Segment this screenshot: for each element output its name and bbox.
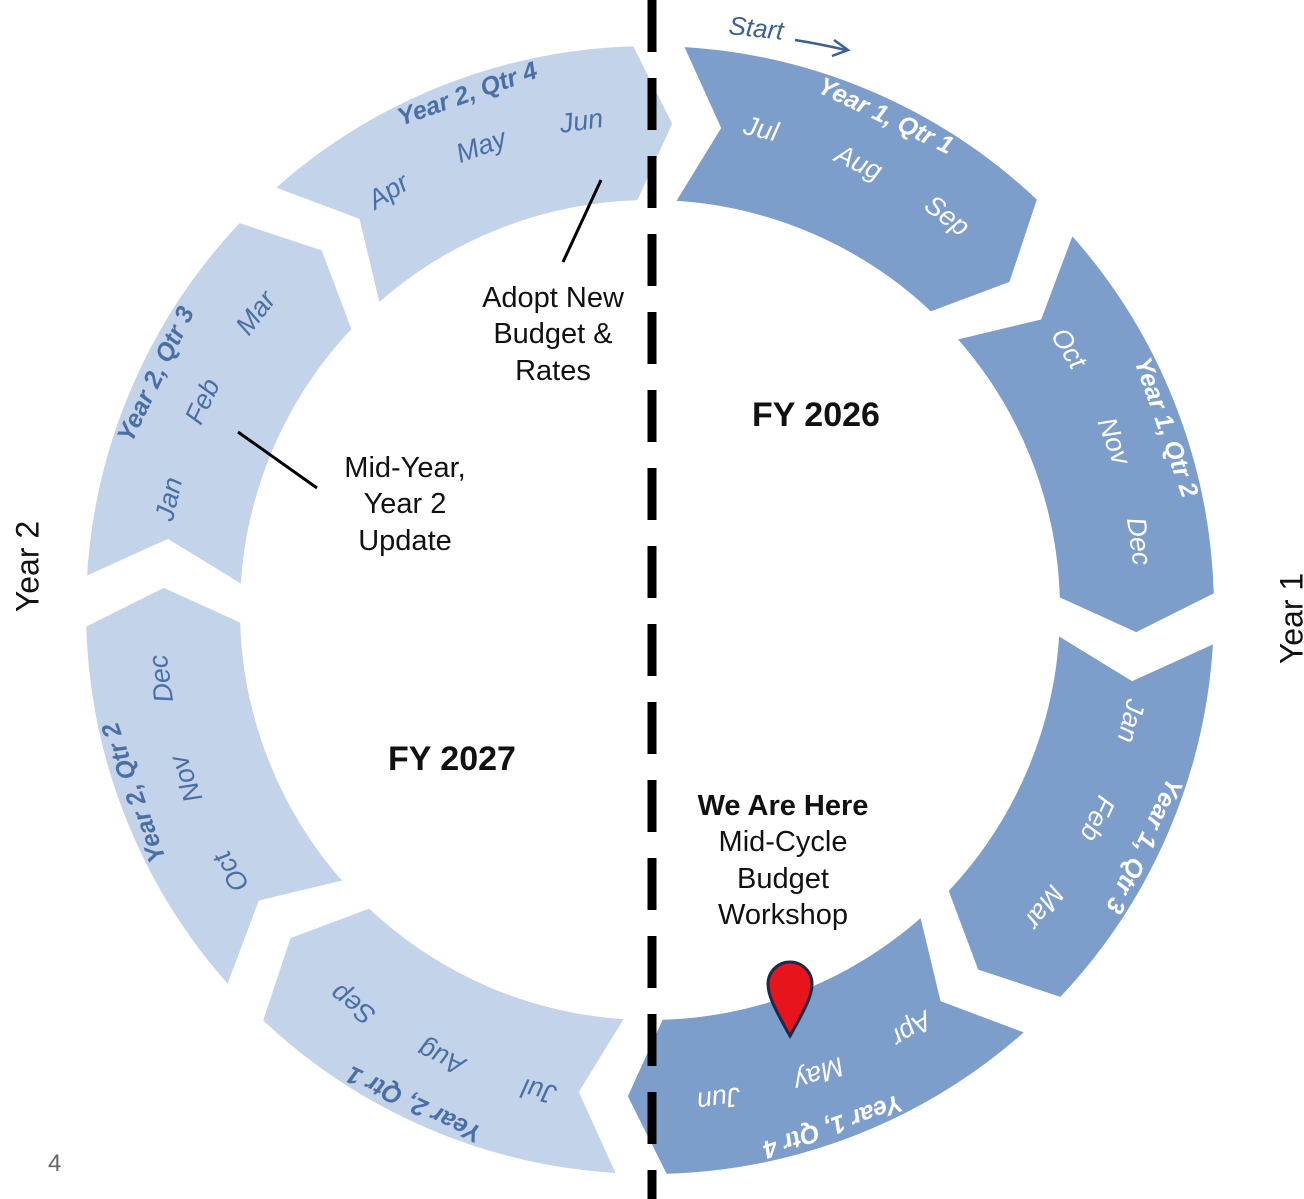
segment-shape: [666, 40, 1044, 319]
month-label: Dec: [143, 652, 179, 704]
month-label: Dec: [1121, 515, 1157, 567]
segment-shape: [621, 906, 1036, 1180]
adopt-leader-line: [561, 179, 603, 263]
start-arrow-icon: [794, 38, 847, 52]
we-are-here-line-1: Mid-Cycle: [718, 826, 848, 859]
we-are-here-line-3: Workshop: [717, 898, 849, 931]
mid-year-line-2: Year 2: [363, 488, 447, 521]
mid-year-line-3: Update: [358, 524, 452, 557]
month-label: Jun: [695, 1081, 743, 1117]
segment-shape: [946, 224, 1220, 639]
year-1-side-label: Year 1: [1273, 573, 1304, 665]
start-arrowhead-icon: [831, 38, 851, 58]
segment-shape: [941, 626, 1220, 1004]
segment-shape: [256, 901, 634, 1180]
segment-shape: [80, 581, 354, 996]
mid-year-leader-line: [237, 430, 318, 490]
page-number: 4: [48, 1150, 62, 1177]
adopt-budget-note: Adopt New Budget & Rates: [448, 280, 658, 389]
adopt-line-1: Adopt New: [482, 282, 624, 314]
we-are-here-pin-icon: [766, 960, 814, 1040]
we-are-here-line-2: Budget: [737, 862, 829, 895]
fy-2027-label: FY 2027: [388, 740, 516, 778]
year-2-side-label: Year 2: [9, 520, 46, 613]
segment-shape: [80, 216, 359, 594]
adopt-line-3: Rates: [515, 354, 591, 387]
mid-year-line-1: Mid-Year,: [344, 452, 466, 484]
we-are-here-note: We Are Here Mid-Cycle Budget Workshop: [668, 788, 898, 933]
we-are-here-title: We Are Here: [697, 790, 869, 822]
start-label: Start: [727, 10, 787, 46]
adopt-line-2: Budget &: [493, 318, 613, 351]
month-label: Jun: [557, 103, 605, 139]
mid-year-note: Mid-Year, Year 2 Update: [305, 450, 505, 559]
fy-2026-label: FY 2026: [752, 396, 880, 434]
